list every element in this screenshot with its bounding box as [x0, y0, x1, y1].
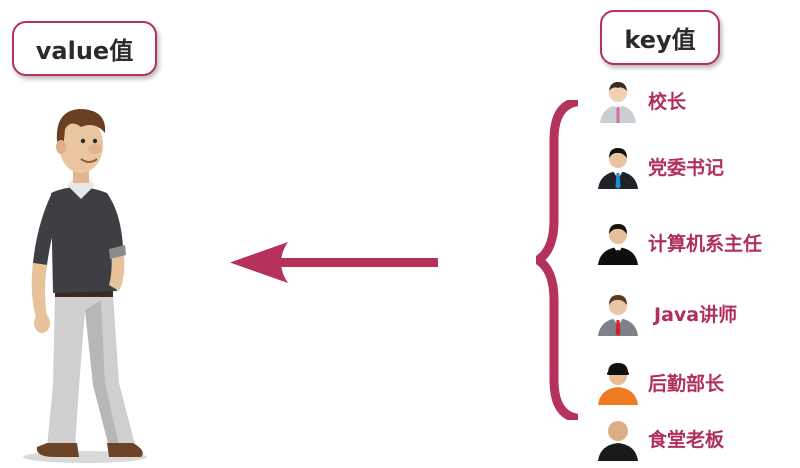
person-orange-shirt-cap-icon: [598, 363, 638, 405]
person-gray-suit-red-tie-icon: [598, 295, 638, 336]
value-label: value值: [35, 37, 134, 65]
list-item: 计算机系主任: [596, 216, 800, 268]
person-black-tshirt-bald-icon: [598, 421, 638, 461]
list-item: 校长: [596, 74, 800, 126]
role-label: 党委书记: [648, 156, 725, 179]
role-label: 计算机系主任: [648, 232, 763, 255]
value-label-box: value值: [12, 21, 157, 76]
list-item: Java讲师: [596, 287, 800, 339]
cartoon-man-illustration: [23, 109, 147, 463]
role-label: 后勤部长: [648, 372, 725, 395]
key-label: key值: [624, 26, 696, 54]
role-label: 校长: [648, 90, 687, 113]
list-item: 后勤部长: [596, 356, 800, 408]
list-item: 党委书记: [596, 140, 800, 192]
list-item: 食堂老板: [596, 412, 800, 464]
mapping-arrow: [230, 242, 438, 283]
role-label: 食堂老板: [648, 428, 725, 451]
key-label-box: key值: [600, 10, 720, 65]
person-black-suit-icon: [598, 224, 638, 265]
person-lightgray-suit-icon: [600, 82, 636, 123]
person-dark-suit-blue-tie-icon: [598, 148, 638, 189]
curly-brace: [536, 100, 578, 420]
role-label: Java讲师: [654, 303, 738, 326]
